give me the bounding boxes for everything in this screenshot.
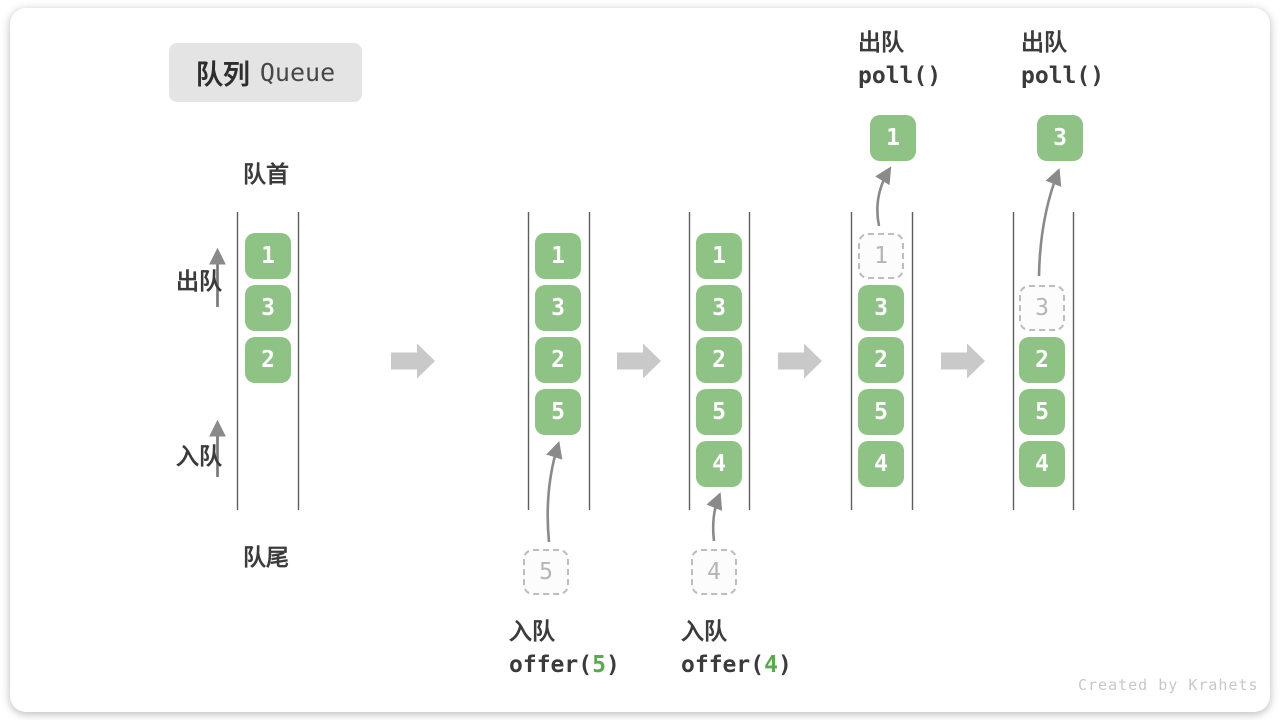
title-box: 队列 Queue xyxy=(169,43,362,102)
dequeue-side-label: 出队 xyxy=(176,268,222,294)
title-zh: 队列 xyxy=(195,60,250,90)
offer-op-label-5: 入队 offer(5) xyxy=(509,615,620,682)
offer-arg-4: 4 xyxy=(764,652,778,678)
poll-op-label-1: 出队 poll() xyxy=(858,26,941,93)
queue3-item: 3 xyxy=(696,285,742,331)
enqueue-side-label: 入队 xyxy=(176,443,222,469)
offer-op-label-4: 入队 offer(4) xyxy=(681,615,792,682)
staging-box-4: 4 xyxy=(691,549,737,595)
queue2-item: 2 xyxy=(535,337,581,383)
poll-op-code-1: poll() xyxy=(858,63,942,89)
offer-op-code-5: offer(5) xyxy=(509,652,620,678)
queue3-item: 5 xyxy=(696,389,742,435)
poll-out-box-1: 1 xyxy=(870,115,916,161)
poll-op-zh-2: 出队 xyxy=(1021,29,1067,55)
queue4-item: 4 xyxy=(858,441,904,487)
queue5-item: 2 xyxy=(1019,337,1065,383)
poll-out-box-2: 3 xyxy=(1037,115,1083,161)
poll-op-zh-1: 出队 xyxy=(858,29,904,55)
queue1-item: 2 xyxy=(245,337,291,383)
queue-rear-label: 队尾 xyxy=(243,544,289,570)
queue2-item: 3 xyxy=(535,285,581,331)
staging-box-5: 5 xyxy=(523,549,569,595)
queue1-item: 1 xyxy=(245,233,291,279)
queue5-ghost-item: 3 xyxy=(1019,285,1065,331)
queue4-item: 2 xyxy=(858,337,904,383)
queue4-ghost-item: 1 xyxy=(858,233,904,279)
queue4-item: 3 xyxy=(858,285,904,331)
poll-op-label-2: 出队 poll() xyxy=(1021,26,1104,93)
offer-op-code-4: offer(4) xyxy=(681,652,792,678)
watermark: Created by Krahets xyxy=(1078,676,1259,694)
title-en: Queue xyxy=(259,58,336,87)
offer-arg-5: 5 xyxy=(592,652,606,678)
queue4-item: 5 xyxy=(858,389,904,435)
queue-front-label: 队首 xyxy=(243,161,289,187)
queue3-item: 4 xyxy=(696,441,742,487)
queue3-item: 2 xyxy=(696,337,742,383)
queue3-item: 1 xyxy=(696,233,742,279)
queue5-item: 4 xyxy=(1019,441,1065,487)
queue2-item: 1 xyxy=(535,233,581,279)
diagram-card xyxy=(10,8,1270,712)
poll-op-code-2: poll() xyxy=(1021,63,1105,89)
queue1-item: 3 xyxy=(245,285,291,331)
queue5-item: 5 xyxy=(1019,389,1065,435)
offer-op-zh-4: 入队 xyxy=(681,618,727,644)
queue2-item: 5 xyxy=(535,389,581,435)
offer-op-zh-5: 入队 xyxy=(509,618,555,644)
